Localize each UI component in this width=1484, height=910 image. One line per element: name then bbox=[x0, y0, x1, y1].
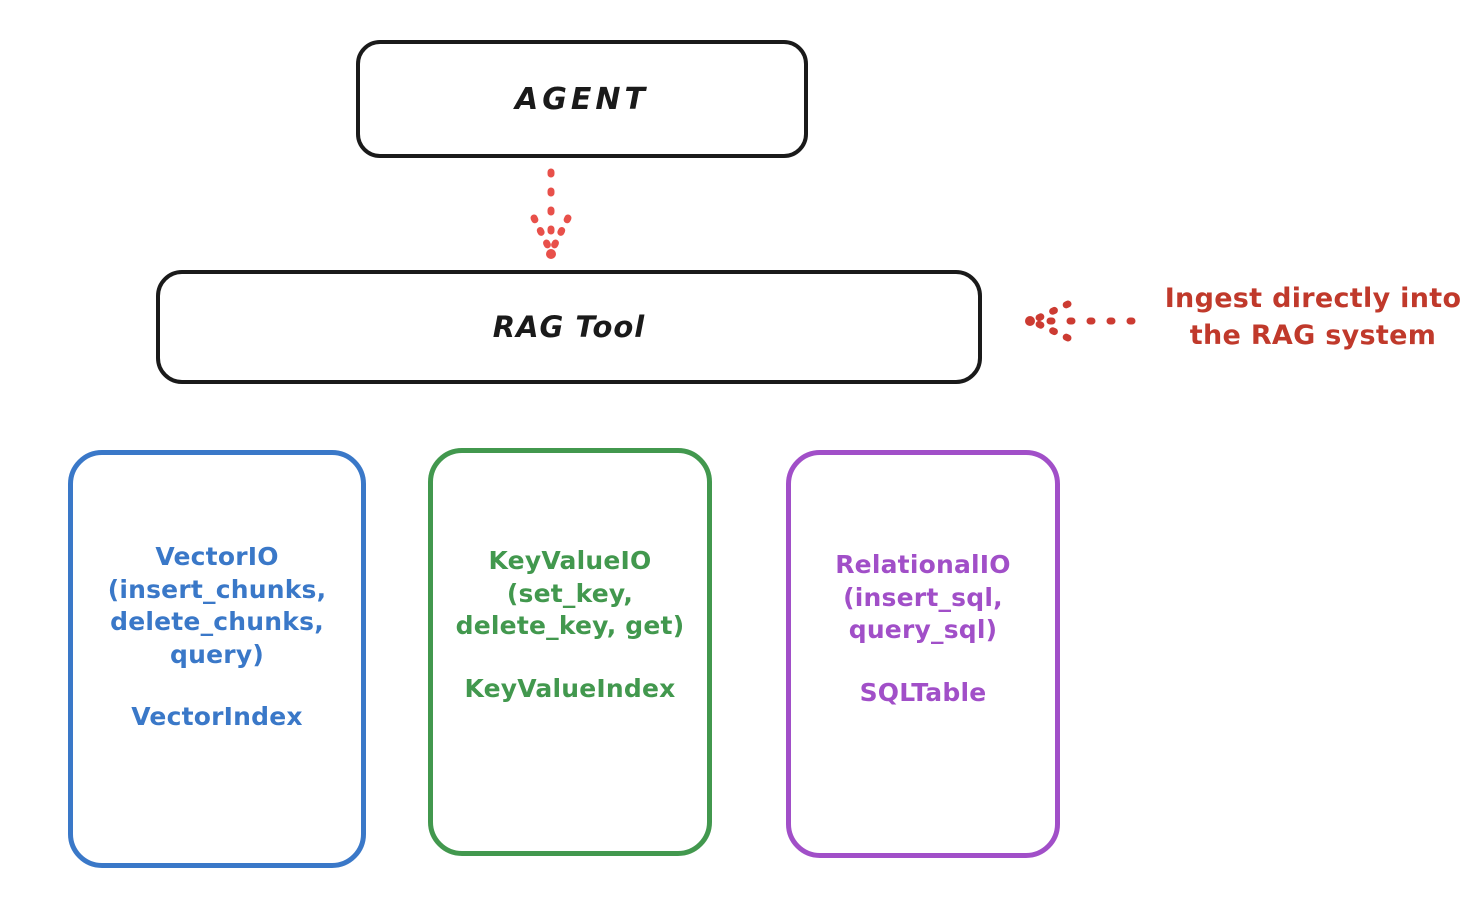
node-relational-io-api-label: RelationalIO (insert_sql, query_sql) bbox=[835, 550, 1011, 644]
node-vector-io-store-label: VectorIndex bbox=[131, 702, 303, 731]
annotation-ingest: Ingest directly into the RAG system bbox=[1164, 283, 1462, 352]
node-relational-io[interactable]: RelationalIO (insert_sql, query_sql) SQL… bbox=[786, 450, 1060, 858]
node-vector-io-content: VectorIO (insert_chunks, delete_chunks, … bbox=[108, 541, 327, 734]
node-key-value-io[interactable]: KeyValueIO (set_key, delete_key, get) Ke… bbox=[428, 448, 712, 856]
node-agent[interactable]: AGENT bbox=[356, 40, 808, 158]
node-rag-tool-label: RAG Tool bbox=[492, 310, 646, 344]
node-key-value-io-store-label: KeyValueIndex bbox=[464, 673, 676, 703]
node-key-value-io-api-label: KeyValueIO (set_key, delete_key, get) bbox=[455, 546, 685, 640]
node-vector-io-api-label: VectorIO (insert_chunks, delete_chunks, … bbox=[107, 542, 327, 669]
node-key-value-io-content: KeyValueIO (set_key, delete_key, get) Ke… bbox=[456, 545, 685, 705]
node-relational-io-content: RelationalIO (insert_sql, query_sql) SQL… bbox=[835, 549, 1011, 709]
connector-agent-to-rag-tool bbox=[530, 168, 572, 259]
node-rag-tool[interactable]: RAG Tool bbox=[156, 270, 982, 384]
node-vector-io[interactable]: VectorIO (insert_chunks, delete_chunks, … bbox=[68, 450, 366, 868]
node-relational-io-store-label: SQLTable bbox=[859, 677, 987, 707]
connector-ingest-pointer bbox=[1025, 300, 1136, 342]
node-agent-label: AGENT bbox=[515, 81, 649, 117]
